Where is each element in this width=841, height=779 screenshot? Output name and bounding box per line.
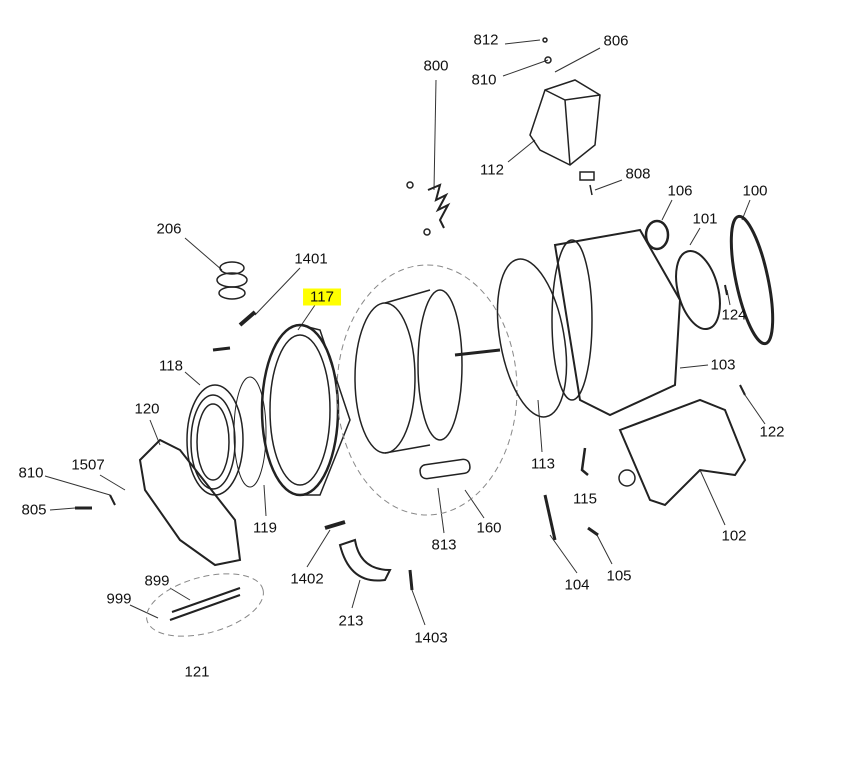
label-124: 124	[721, 306, 747, 324]
label-112: 112	[480, 161, 504, 179]
label-213: 213	[338, 612, 364, 630]
label-118: 118	[159, 357, 183, 375]
part-899	[169, 587, 241, 621]
part-101	[675, 250, 721, 330]
label-1402: 1402	[290, 570, 324, 588]
part-112	[529, 79, 601, 166]
part-119	[233, 376, 267, 488]
label-113: 113	[531, 455, 555, 473]
label-104: 104	[564, 576, 590, 594]
part-117	[260, 323, 351, 497]
label-122: 122	[759, 423, 785, 441]
label-1507: 1507	[71, 456, 105, 474]
label-899: 899	[144, 572, 170, 590]
part-206	[216, 261, 248, 300]
label-120: 120	[134, 400, 160, 418]
label-206: 206	[156, 220, 182, 238]
part-102	[618, 398, 747, 507]
label-115: 115	[573, 490, 597, 508]
label-105: 105	[606, 567, 632, 585]
label-805: 805	[21, 501, 47, 519]
part-106	[644, 219, 670, 251]
label-808: 808	[625, 165, 651, 183]
label-813: 813	[431, 536, 457, 554]
label-999: 999	[106, 590, 132, 608]
part-121-group	[146, 573, 264, 637]
label-806: 806	[603, 32, 629, 50]
part-115	[580, 447, 589, 476]
leader-lines	[44, 39, 766, 626]
part-105	[587, 526, 599, 537]
part-103	[551, 228, 682, 417]
label-812: 812	[473, 31, 499, 49]
part-100	[729, 214, 775, 346]
label-102: 102	[721, 527, 747, 545]
label-100: 100	[742, 182, 768, 200]
label-810-left: 810	[18, 464, 44, 482]
part-120	[138, 438, 242, 567]
part-800	[427, 183, 451, 229]
label-160: 160	[476, 519, 502, 537]
label-1403: 1403	[414, 629, 448, 647]
label-117-highlighted: 117	[303, 288, 341, 306]
label-1401: 1401	[294, 250, 328, 268]
label-106: 106	[667, 182, 693, 200]
label-119: 119	[253, 519, 277, 537]
part-813	[419, 458, 471, 480]
part-213	[338, 538, 392, 582]
part-160-group	[336, 264, 518, 516]
part-160	[354, 289, 501, 454]
label-800: 800	[423, 57, 449, 75]
part-104	[543, 494, 557, 541]
label-810: 810	[471, 71, 497, 89]
label-121: 121	[184, 663, 210, 681]
label-101: 101	[692, 210, 718, 228]
label-103: 103	[710, 356, 736, 374]
part-113	[496, 258, 568, 418]
